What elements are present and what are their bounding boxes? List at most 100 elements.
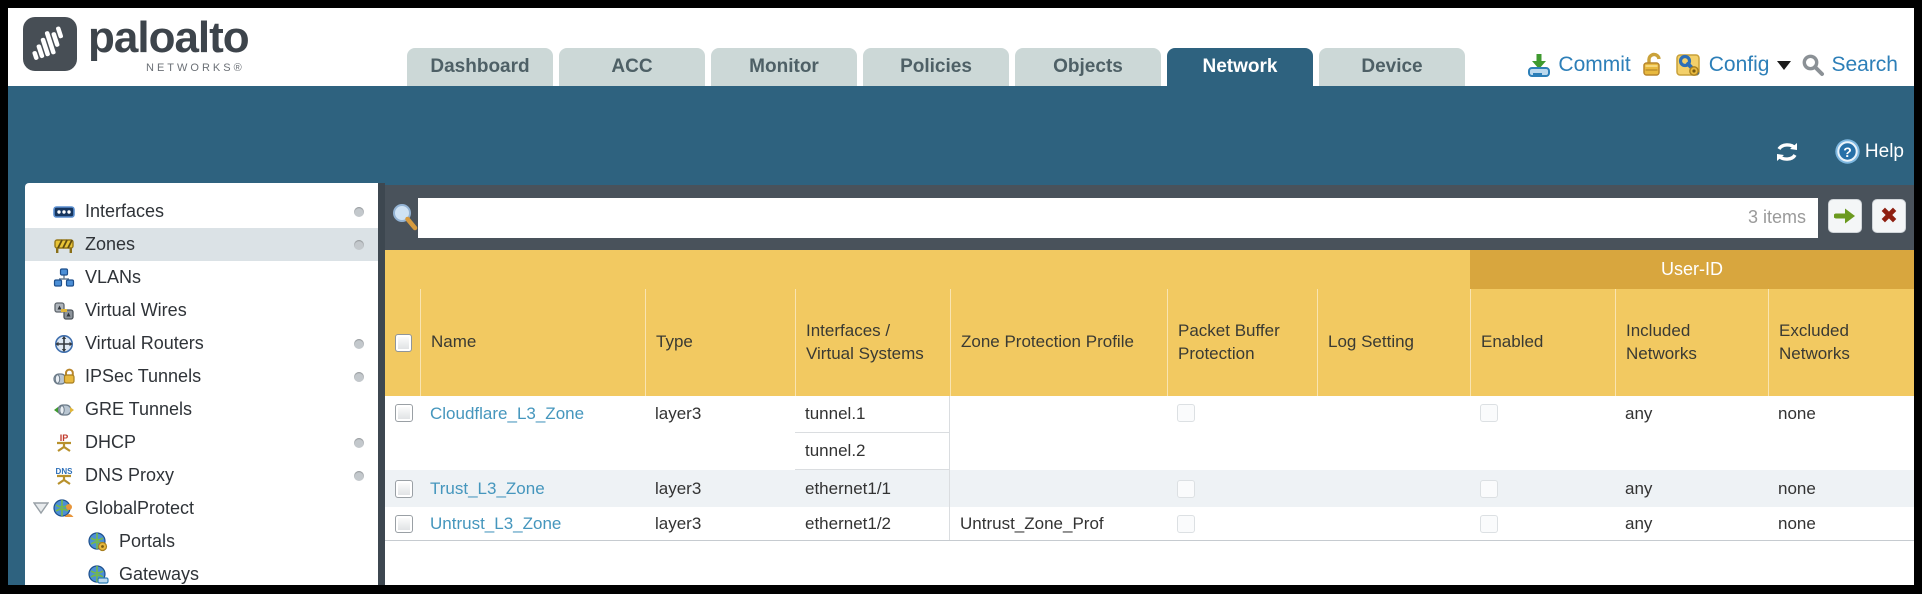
zone-type: layer3 (655, 478, 702, 498)
sidebar-item-gateways[interactable]: Gateways (25, 558, 378, 585)
column-header-type[interactable]: Type (645, 289, 795, 396)
column-header-zone-protection[interactable]: Zone Protection Profile (950, 289, 1167, 396)
commit-button[interactable]: Commit (1526, 52, 1631, 78)
svg-text:DNS: DNS (56, 467, 74, 476)
row-checkbox[interactable] (395, 479, 413, 498)
help-icon: ? (1835, 139, 1860, 164)
column-header-name[interactable]: Name (420, 289, 645, 396)
table-row[interactable]: Trust_L3_Zone layer3 ethernet1/1 any non… (385, 470, 1914, 507)
sidebar-item-interfaces[interactable]: Interfaces (25, 195, 378, 228)
filter-search-icon[interactable] (391, 203, 418, 231)
search-label: Search (1831, 53, 1898, 76)
zone-name-link[interactable]: Untrust_L3_Zone (430, 513, 562, 533)
log-setting (1317, 507, 1470, 540)
sidebar-item-virtual-routers[interactable]: Virtual Routers (25, 327, 378, 360)
lock-icon[interactable] (1641, 52, 1665, 78)
app-window: paloalto NETWORKS® Dashboard ACC Monitor… (8, 8, 1914, 585)
user-id-enabled-checkbox[interactable] (1480, 404, 1498, 422)
user-id-enabled-checkbox[interactable] (1480, 514, 1498, 533)
excluded-networks: none (1778, 478, 1816, 498)
interface-cell: ethernet1/2 (795, 507, 950, 540)
table-row[interactable]: Cloudflare_L3_Zone layer3 tunnel.1 tunne… (385, 396, 1914, 470)
column-header-log-setting[interactable]: Log Setting (1317, 289, 1470, 396)
zone-interfaces: tunnel.1 tunnel.2 (795, 396, 950, 470)
green-arrow-icon (1834, 208, 1855, 224)
sidebar-item-vlans[interactable]: VLANs (25, 261, 378, 294)
row-checkbox[interactable] (395, 514, 413, 533)
top-header: paloalto NETWORKS® Dashboard ACC Monitor… (8, 8, 1914, 86)
sidebar-label: DHCP (85, 432, 137, 452)
sidebar-item-ipsec-tunnels[interactable]: IPSec Tunnels (25, 360, 378, 393)
tab-network[interactable]: Network (1167, 48, 1313, 86)
column-header-interfaces[interactable]: Interfaces / Virtual Systems (795, 289, 950, 396)
log-setting (1317, 470, 1470, 507)
zone-protection-profile (950, 396, 1167, 470)
status-dot (354, 240, 364, 250)
expand-triangle-icon[interactable] (33, 501, 49, 515)
sidebar-item-dns-proxy[interactable]: DNS DNS Proxy (25, 459, 378, 492)
zone-protection-profile (950, 470, 1167, 507)
refresh-icon[interactable] (1772, 139, 1802, 165)
sidebar-label: Virtual Routers (85, 333, 204, 353)
zone-name-link[interactable]: Cloudflare_L3_Zone (430, 404, 585, 423)
select-all-checkbox[interactable] (395, 333, 412, 352)
help-button[interactable]: ? Help (1834, 138, 1904, 165)
portals-icon (88, 531, 108, 551)
included-networks: any (1625, 513, 1653, 533)
sidebar-item-dhcp[interactable]: IP DHCP (25, 426, 378, 459)
zones-icon (54, 238, 74, 253)
sidebar-item-portals[interactable]: Portals (25, 525, 378, 558)
excluded-networks: none (1778, 513, 1816, 533)
log-setting (1317, 396, 1470, 470)
brand-sub: NETWORKS® (146, 62, 245, 74)
interface-cell: tunnel.1 (795, 396, 950, 433)
column-header-excluded-networks[interactable]: Excluded Networks (1768, 289, 1914, 396)
column-header-included-networks[interactable]: Included Networks (1615, 289, 1768, 396)
help-label: Help (1864, 140, 1904, 162)
packet-buffer-checkbox[interactable] (1177, 514, 1195, 533)
filter-input[interactable] (418, 198, 1818, 238)
tab-acc[interactable]: ACC (559, 48, 705, 86)
tab-device[interactable]: Device (1319, 48, 1465, 86)
sidebar-label: Virtual Wires (85, 300, 187, 320)
zone-name-link[interactable]: Trust_L3_Zone (430, 478, 545, 498)
apply-filter-button[interactable] (1828, 199, 1862, 233)
packet-buffer-checkbox[interactable] (1177, 479, 1195, 498)
sidebar-label: VLANs (85, 267, 142, 287)
status-dot (354, 339, 364, 349)
clear-filter-button[interactable]: ✖ (1872, 199, 1906, 233)
tab-monitor[interactable]: Monitor (711, 48, 857, 86)
interface-cell: tunnel.2 (795, 433, 950, 470)
sidebar-item-globalprotect[interactable]: GlobalProtect (25, 492, 378, 525)
sidebar-label: Interfaces (85, 201, 165, 221)
globalprotect-icon (53, 498, 74, 517)
dhcp-icon: IP (57, 433, 71, 452)
sidebar-item-gre-tunnels[interactable]: GRE Tunnels (25, 393, 378, 426)
included-networks: any (1625, 478, 1653, 498)
config-menu[interactable]: Config (1675, 52, 1792, 78)
svg-text:IP: IP (60, 433, 69, 443)
table-row[interactable]: Untrust_L3_Zone layer3 ethernet1/2 Untru… (385, 507, 1914, 541)
zones-table-header: User-ID Name Type Interfaces / Virtual S… (385, 250, 1914, 396)
tab-dashboard[interactable]: Dashboard (407, 48, 553, 86)
user-id-enabled-checkbox[interactable] (1480, 479, 1498, 498)
sidebar-label: Gateways (119, 564, 200, 584)
tab-objects[interactable]: Objects (1015, 48, 1161, 86)
sidebar-label: IPSec Tunnels (85, 366, 202, 386)
column-header-packet-buffer[interactable]: Packet Buffer Protection (1167, 289, 1317, 396)
config-caret-icon (1777, 60, 1792, 70)
tab-policies[interactable]: Policies (863, 48, 1009, 86)
sidebar-item-zones[interactable]: Zones (25, 228, 378, 261)
column-header-enabled[interactable]: Enabled (1470, 289, 1615, 396)
svg-text:?: ? (1843, 144, 1852, 160)
row-checkbox[interactable] (395, 404, 413, 422)
search-button[interactable]: Search (1801, 53, 1898, 77)
paloalto-logo-icon (23, 17, 77, 71)
zone-type: layer3 (655, 513, 702, 533)
sidebar-item-virtual-wires[interactable]: Virtual Wires (25, 294, 378, 327)
gre-tunnels-icon (54, 403, 74, 416)
included-networks: any (1625, 404, 1653, 423)
packet-buffer-checkbox[interactable] (1177, 404, 1195, 422)
network-sidebar: Interfaces Zones VLANs (25, 183, 378, 585)
status-dot (354, 372, 364, 382)
